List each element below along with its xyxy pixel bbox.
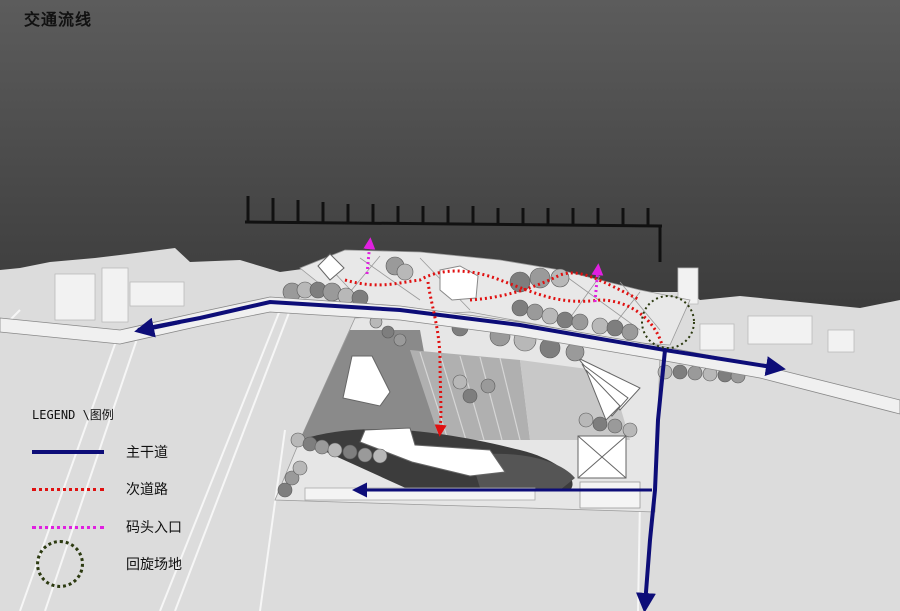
building-plaza-top [439,265,479,301]
tree [606,319,624,337]
tree [556,311,574,329]
building-box [577,435,641,509]
tree [591,317,609,335]
tree [571,313,589,331]
page-title: 交通流线 [24,10,93,29]
main-road-swatch [32,437,104,467]
tree [314,439,330,455]
turnaround-circle [641,295,695,349]
tree [541,307,559,325]
legend: LEGEND \图例 主干道 次道路 码头入口 回旋场地 [32,406,252,589]
tree [526,303,544,321]
legend-label: 码头入口 [126,519,182,536]
legend-label: 次道路 [126,482,168,499]
building-main-long [359,427,506,477]
tree [342,444,358,460]
building-fan [577,357,641,421]
tree [511,299,529,317]
field-lines [0,309,641,611]
legend-title: LEGEND \图例 [32,408,114,422]
tree [607,418,623,434]
tree [396,263,414,281]
legend-item-turnaround: 回旋场地 [32,540,252,589]
tree [622,422,638,438]
legend-item-main-road: 主干道 [32,433,252,471]
main-road-band [0,296,900,415]
tree [529,267,551,289]
tree [284,470,300,486]
building-diamond [317,253,345,281]
tree [578,412,594,428]
tree-group [277,256,746,498]
tree [302,436,318,452]
legend-label: 主干道 [126,444,168,461]
dock-entrance-swatch [32,512,104,542]
dock-entrance-west [363,237,376,275]
tree [381,325,395,339]
legend-label: 回旋场地 [126,557,182,574]
tree [592,416,608,432]
secondary-road-inner [469,271,641,302]
tree [687,365,703,381]
tree [672,364,688,380]
main-road-south [635,349,667,611]
tree [393,333,407,347]
tree [327,442,343,458]
tree [462,388,478,404]
building-main-left [342,355,391,407]
tree [292,460,308,476]
legend-item-secondary-road: 次道路 [32,471,252,509]
legend-item-dock-entrance: 码头入口 [32,508,252,546]
dock-entrance-east [591,263,604,303]
tree [277,482,293,498]
tree [480,378,496,394]
secondary-road-swatch [32,474,104,504]
tree [452,374,468,390]
shore-buildings-left [54,267,185,323]
tree [550,268,570,288]
pier [244,196,663,262]
shore-buildings-right [677,267,855,353]
turnaround-swatch [32,540,104,589]
secondary-road-south [426,281,447,437]
main-road-west-arrow [134,317,181,338]
tree [372,448,388,464]
tree [621,323,639,341]
tree [357,447,373,463]
